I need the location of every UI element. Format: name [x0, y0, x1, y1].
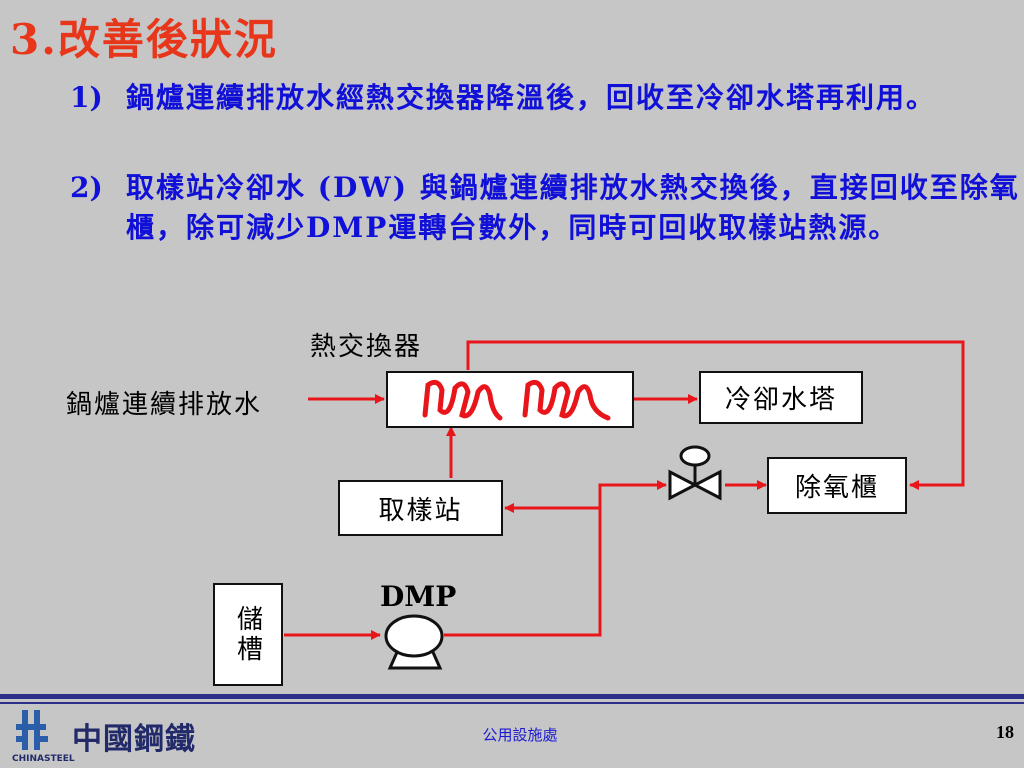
slide-title: 3.改善後狀況 — [10, 15, 278, 64]
chinasteel-logo-icon — [16, 710, 48, 750]
logo-chinese-name: 中國鋼鐵 — [72, 722, 196, 757]
company-logo: 中國鋼鐵 CHINASTEEL — [12, 706, 195, 766]
bullet-2-text: 取樣站冷卻水 (DW) 與鍋爐連續排放水熱交換後，直接回收至除氧櫃，除可減少DM… — [126, 171, 1020, 244]
bullet-1-text: 鍋爐連續排放水經熱交換器降溫後，回收至冷卻水塔再利用。 — [126, 81, 937, 114]
flow-arrow-icon — [466, 340, 965, 490]
sampling-station-box: 取樣站 — [338, 480, 503, 536]
pump-icon — [384, 614, 444, 670]
cooling-tower-box: 冷卻水塔 — [699, 371, 863, 424]
bullet-1-number: 1) — [70, 81, 103, 114]
footer-divider — [0, 694, 1024, 699]
footer-department: 公用設施處 — [482, 726, 558, 744]
storage-tank-box: 儲槽 — [213, 583, 283, 686]
logo-english-name: CHINASTEEL — [12, 754, 75, 764]
dmp-label: DMP — [380, 580, 457, 613]
flow-arrow-icon — [444, 480, 667, 637]
footer-divider-thin — [0, 702, 1024, 704]
control-valve-icon — [668, 445, 722, 501]
deaerator-box: 除氧櫃 — [767, 457, 907, 514]
page-number: 18 — [996, 722, 1014, 742]
heat-exchanger-box — [386, 371, 634, 428]
heat-exchanger-label: 熱交換器 — [310, 332, 423, 362]
boiler-blowdown-label: 鍋爐連續排放水 — [66, 390, 263, 420]
bullet-2-number: 2) — [70, 171, 103, 204]
